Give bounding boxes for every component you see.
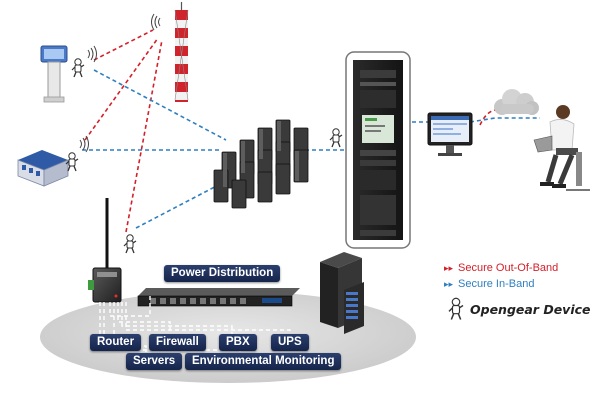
kiosk-icon: [40, 45, 68, 103]
opengear-device-kiosk: [71, 58, 85, 78]
opengear-device-router: [123, 234, 137, 254]
cloud-icon: [494, 89, 539, 115]
legend-out-of-band-label: Secure Out-Of-Band: [458, 262, 559, 274]
server-cluster-icon: [213, 119, 309, 209]
label-power-distribution: Power Distribution: [164, 265, 281, 282]
legend-device: Opengear Device: [444, 295, 600, 325]
label-pbx: PBX: [219, 334, 257, 351]
opengear-device-datacenter: [329, 128, 343, 148]
label-firewall: Firewall: [149, 334, 206, 351]
cell-tower-icon: [174, 2, 189, 102]
tower-signal-waves: [151, 13, 161, 31]
legend-out-of-band-arrow-icon: ▸▸: [444, 263, 454, 273]
cellular-router-icon: [88, 198, 122, 303]
label-servers: Servers: [126, 353, 183, 370]
building-icon: [17, 150, 69, 187]
legend-in-band-label: Secure In-Band: [458, 278, 535, 290]
in-band-links: [82, 69, 540, 229]
monitor-icon: [427, 112, 473, 156]
rack-cabinet-icon: [345, 51, 411, 249]
label-router: Router: [90, 334, 142, 351]
server-rack-icon: [320, 252, 364, 334]
legend-in-band: ▸▸ Secure In-Band: [444, 276, 600, 292]
label-environmental-monitoring: Environmental Monitoring: [185, 353, 342, 370]
legend-device-label: Opengear Device: [470, 302, 591, 317]
power-distribution-unit-icon: [137, 288, 300, 307]
label-ups: UPS: [271, 334, 309, 351]
legend-out-of-band: ▸▸ Secure Out-Of-Band: [444, 260, 600, 276]
legend-in-band-arrow-icon: ▸▸: [444, 279, 454, 289]
person-laptop-icon: [533, 105, 590, 191]
opengear-device-icon: [448, 297, 464, 321]
legend: ▸▸ Secure Out-Of-Band ▸▸ Secure In-Band …: [444, 260, 600, 325]
